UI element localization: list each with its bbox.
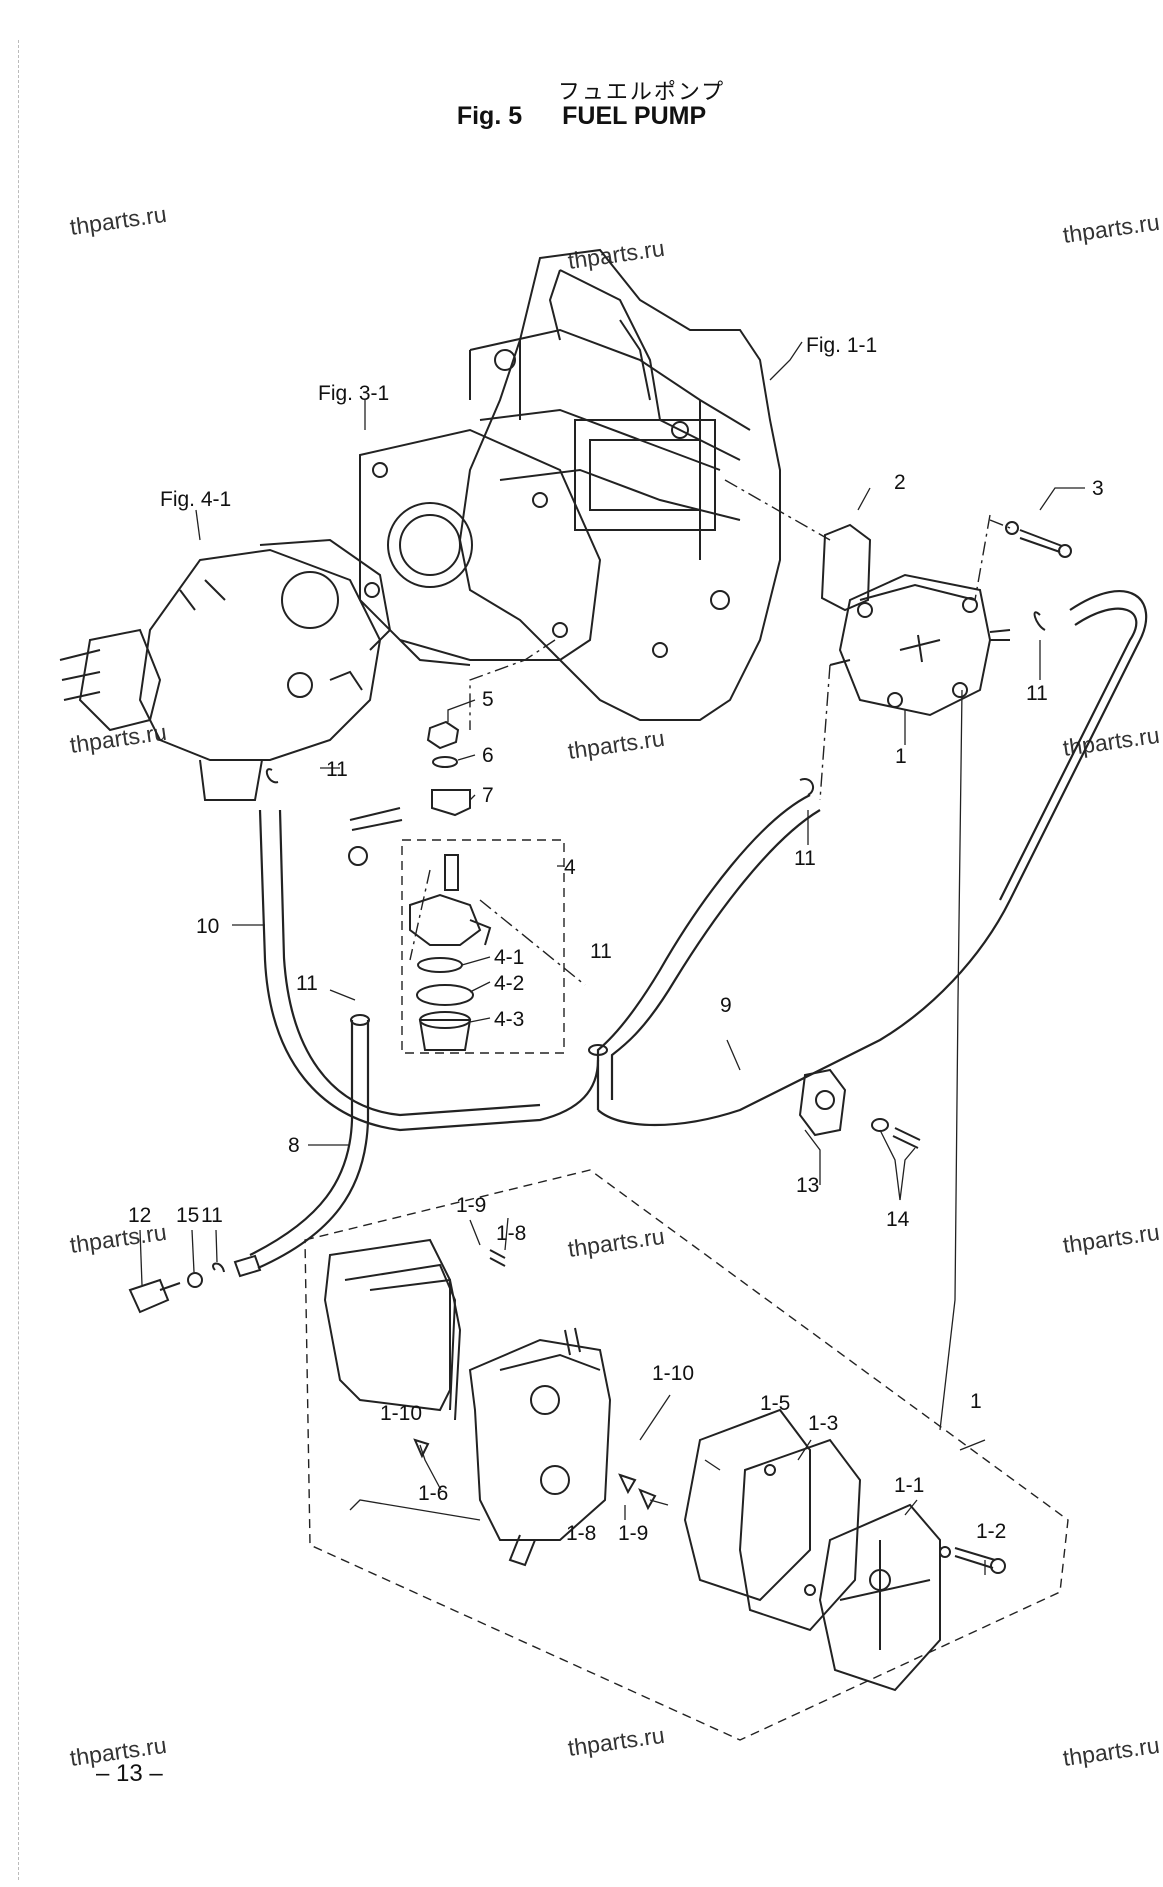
- leader-lines: [139, 341, 1085, 1575]
- callout-1-2: 1-2: [976, 1520, 1006, 1543]
- filter-assembly-box: [401, 839, 565, 1054]
- hose-bracket-drawing: [798, 1068, 921, 1149]
- callout-4-2: 4-2: [494, 972, 524, 995]
- callout-1-8: 1-8: [496, 1222, 526, 1245]
- fuel-filter-drawing: [409, 854, 492, 1051]
- callout-1-5: 1-5: [760, 1392, 790, 1415]
- page-edge-line: [18, 40, 20, 1880]
- callout-11: 11: [296, 972, 318, 995]
- pump-cover-drawing: [323, 1238, 462, 1421]
- callout-1-6: 1-6: [418, 1482, 448, 1505]
- callout-11: 11: [794, 847, 816, 870]
- callout-2: 2: [894, 471, 906, 494]
- callout-7: 7: [482, 784, 494, 807]
- callout-9: 9: [720, 994, 732, 1017]
- intake-manifold-drawing: [359, 428, 602, 666]
- callout-11: 11: [201, 1204, 223, 1227]
- fuel-hose-drawing: [610, 809, 821, 1100]
- fuel-hose-drawing: [257, 1020, 370, 1270]
- carburetor-drawing: [59, 538, 392, 801]
- callout-11: 11: [326, 758, 348, 781]
- diaphragm-drawing: [683, 1408, 862, 1632]
- fuel-hose-drawing: [249, 1020, 354, 1256]
- callout-1-9: 1-9: [456, 1194, 486, 1217]
- callout-5: 5: [482, 688, 494, 711]
- centerline: [819, 664, 831, 801]
- callout-10: 10: [196, 915, 219, 938]
- callout-6: 6: [482, 744, 494, 767]
- pump-gasket-drawing: [820, 523, 872, 612]
- fig-4-1-label: Fig. 4-1: [160, 488, 231, 511]
- centerline: [974, 514, 991, 601]
- fuel-hose-drawing: [278, 809, 541, 1117]
- figure-number: Fig. 5: [456, 102, 523, 130]
- callout-15: 15: [176, 1204, 199, 1227]
- fitting-drawing: [128, 1254, 262, 1314]
- screw-drawing: [413, 1249, 1006, 1574]
- callout-11: 11: [590, 940, 612, 963]
- centerline: [409, 869, 431, 961]
- fuel-hose-drawing: [258, 809, 600, 1132]
- centerline: [989, 519, 1011, 529]
- hose-clamp-drawing: [265, 768, 279, 784]
- hose-end-drawing: [350, 1014, 370, 1026]
- fuel-hose-drawing: [999, 607, 1138, 901]
- figure-title: Fig. 5 FUEL PUMP: [0, 102, 1163, 131]
- callout-1-1: 1-1: [894, 1474, 924, 1497]
- pump-base-drawing: [818, 1503, 941, 1692]
- callout-14: 14: [886, 1208, 910, 1231]
- nut-washer-bracket-drawing: [348, 720, 471, 866]
- pump-body-drawing: [468, 1327, 612, 1567]
- pump-exploded-box: [304, 1169, 1069, 1741]
- callout-13: 13: [796, 1174, 819, 1197]
- callout-4-1: 4-1: [494, 946, 524, 969]
- hose-clamp-drawing: [799, 778, 815, 796]
- drain-line: [939, 689, 963, 1431]
- figure-name: FUEL PUMP: [562, 102, 707, 130]
- callout-11: 11: [1026, 682, 1048, 705]
- callout-12: 12: [128, 1204, 151, 1227]
- callout-8: 8: [288, 1134, 300, 1157]
- callout-1: 1: [895, 745, 907, 768]
- page-number: – 13 –: [96, 1760, 163, 1787]
- fuel-hose-drawing: [596, 794, 811, 1110]
- callout-1-9: 1-9: [618, 1522, 648, 1545]
- fuel-pump-drawing: [829, 573, 1011, 717]
- callout-1-10: 1-10: [380, 1402, 422, 1425]
- hose-end-drawing: [588, 1044, 608, 1056]
- callout-4: 4: [564, 856, 576, 879]
- callout-3: 3: [1092, 477, 1104, 500]
- crankcase-block-drawing: [458, 248, 781, 721]
- callout-4-3: 4-3: [494, 1008, 524, 1031]
- centerline: [469, 639, 556, 730]
- centerline: [479, 899, 586, 986]
- bolt-drawing: [1005, 521, 1072, 558]
- centerline: [724, 479, 831, 541]
- callout-1-10: 1-10: [652, 1362, 694, 1385]
- fig-3-1-label: Fig. 3-1: [318, 382, 389, 405]
- callout-1-3: 1-3: [808, 1412, 838, 1435]
- fuel-hose-drawing: [597, 590, 1148, 1127]
- hose-clamp-drawing: [1033, 611, 1046, 631]
- callout-1-8: 1-8: [566, 1522, 596, 1545]
- callout-1: 1: [970, 1390, 982, 1413]
- fig-1-1-label: Fig. 1-1: [806, 334, 877, 357]
- title-japanese: フュエルポンプ: [557, 80, 726, 105]
